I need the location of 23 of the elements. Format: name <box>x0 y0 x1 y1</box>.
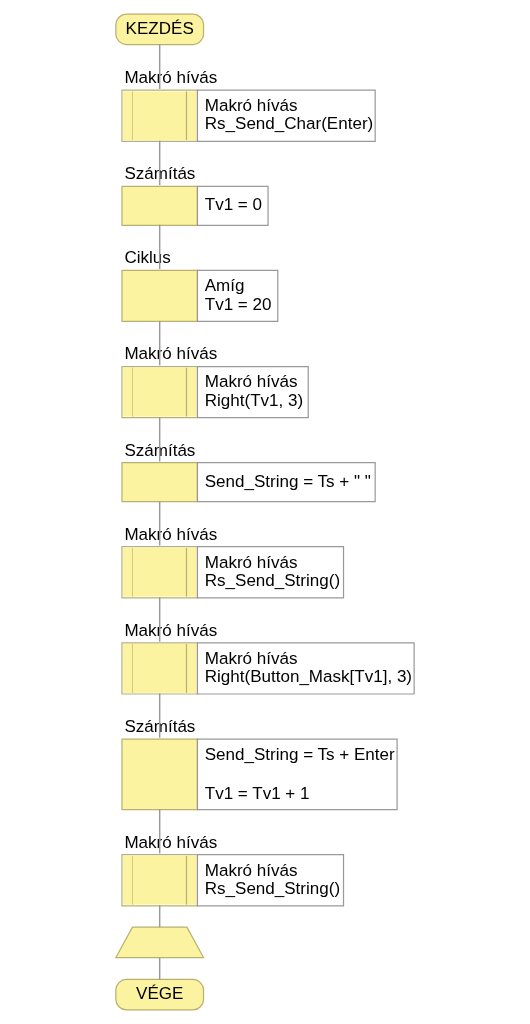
connector <box>158 596 161 643</box>
node-trapezoid <box>114 926 205 959</box>
node-label: Makró hívás <box>124 344 218 364</box>
connector <box>158 956 161 981</box>
node-box: VÉGE <box>115 978 205 1011</box>
connector <box>158 692 161 739</box>
connector <box>158 500 161 547</box>
node-label: Számítás <box>124 440 196 460</box>
node-label: Ciklus <box>124 248 171 268</box>
connector <box>158 320 161 367</box>
connector <box>158 416 161 463</box>
connector <box>158 139 161 186</box>
node-label: Számítás <box>124 164 196 184</box>
node-box: KEZDÉS <box>115 13 205 46</box>
node-label: Makró hívás <box>124 832 218 852</box>
node-label: Makró hívás <box>124 68 218 88</box>
connector <box>158 808 161 855</box>
node-label: Makró hívás <box>124 620 218 640</box>
connector <box>158 904 161 928</box>
connector <box>158 43 161 90</box>
node-label: Számítás <box>124 716 196 736</box>
node-label: Makró hívás <box>124 524 218 544</box>
connector <box>158 223 161 270</box>
